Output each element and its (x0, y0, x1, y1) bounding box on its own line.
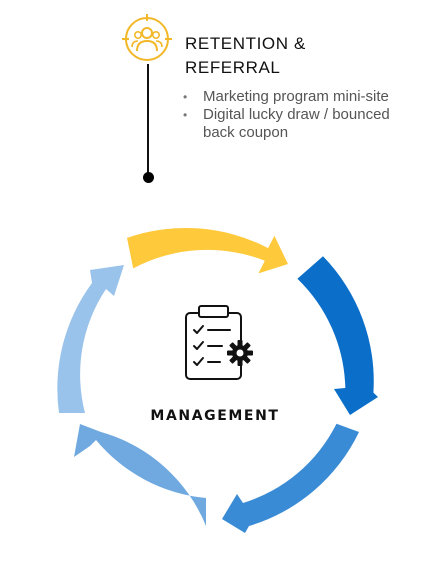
bullet-marker: • (183, 90, 188, 104)
bullet-text: Marketing program mini-site (203, 88, 389, 105)
list-item: • Digital lucky draw / bounced back coup… (183, 106, 423, 142)
connector-line (147, 64, 149, 176)
cycle-arrow-blue-light (74, 424, 206, 526)
cycle-arrow-blue-mid (222, 423, 359, 533)
list-item: • Marketing program mini-site (183, 88, 423, 106)
connector-dot (143, 172, 154, 183)
bullet-text: Digital lucky draw / bounced back coupon (203, 106, 390, 141)
section-title: RETENTION & REFERRAL (185, 32, 405, 80)
title-line-2: REFERRAL (185, 58, 281, 77)
cycle-arrow-yellow (127, 227, 288, 274)
cycle-arrow-blue-pale (57, 265, 124, 413)
bullet-marker: • (183, 108, 188, 122)
cycle-arrow-blue-dark (297, 256, 378, 415)
people-target-icon (122, 14, 172, 61)
title-line-1: RETENTION & (185, 34, 306, 53)
gear-icon (227, 340, 253, 366)
bullet-list: • Marketing program mini-site • Digital … (183, 88, 423, 142)
management-label: MANAGEMENT (150, 408, 280, 424)
